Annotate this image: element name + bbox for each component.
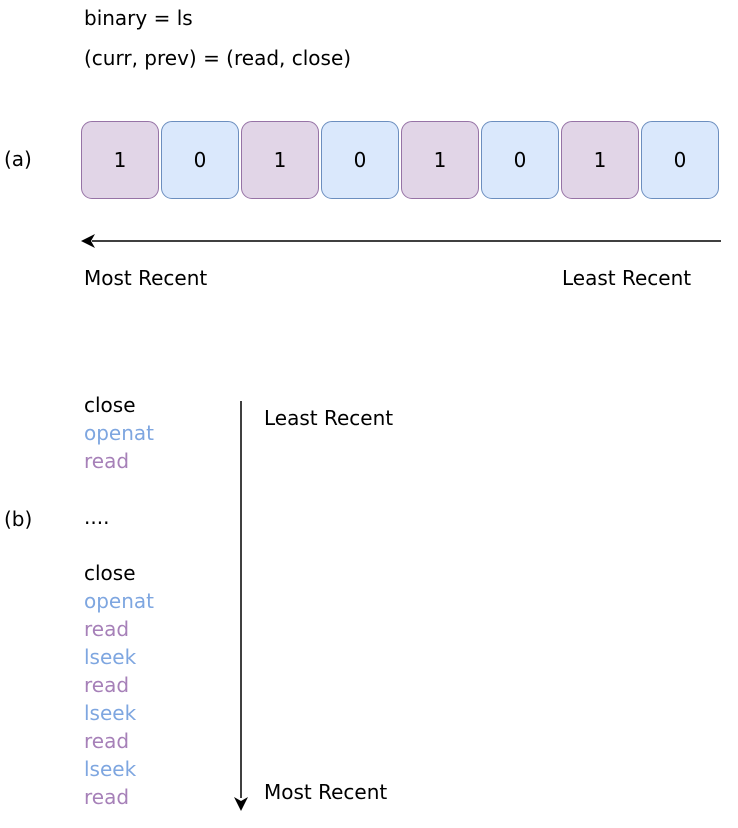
bit-cell: 1 [401, 121, 479, 199]
bit-cell: 1 [561, 121, 639, 199]
bit-cell: 0 [161, 121, 239, 199]
least-recent-label: Least Recent [264, 406, 394, 430]
bit-cell: 0 [641, 121, 719, 199]
syscall-read: read [84, 673, 130, 697]
syscall-read: read [84, 449, 130, 473]
syscall-openat: openat [84, 421, 155, 445]
syscall-read: read [84, 785, 130, 809]
syscall-lseek: lseek [84, 757, 137, 781]
bit-cell: 0 [481, 121, 559, 199]
most-recent-label: Most Recent [84, 266, 208, 290]
state-label: (curr, prev) = (read, close) [84, 46, 352, 70]
part-a-label: (a) [4, 147, 32, 171]
most-recent-label: Most Recent [264, 780, 388, 804]
bit-cell: 0 [321, 121, 399, 199]
syscall-lseek: lseek [84, 645, 137, 669]
syscall-close: close [84, 561, 136, 585]
syscall-close: close [84, 393, 136, 417]
part-b-label: (b) [4, 507, 33, 531]
syscall-read: read [84, 617, 130, 641]
binary-label: binary = ls [84, 6, 193, 30]
vertical-recency-arrow [234, 401, 248, 811]
syscall-openat: openat [84, 589, 155, 613]
ellipsis: .... [84, 505, 110, 529]
bit-cell: 1 [81, 121, 159, 199]
syscall-lseek: lseek [84, 701, 137, 725]
horizontal-recency-arrow [81, 234, 721, 248]
syscall-read: read [84, 729, 130, 753]
bit-cell: 1 [241, 121, 319, 199]
least-recent-label: Least Recent [562, 266, 692, 290]
